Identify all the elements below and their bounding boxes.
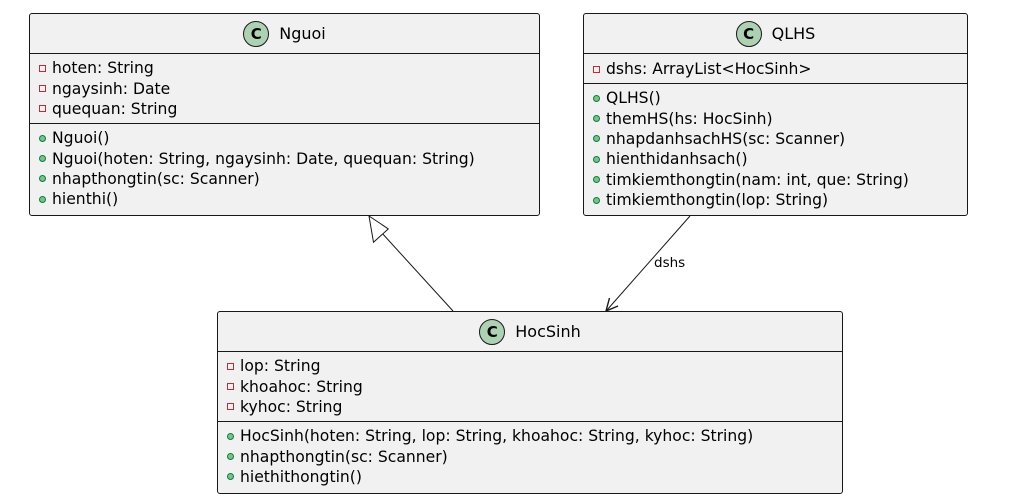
attribute-row: kyhoc: String: [227, 397, 842, 417]
public-visibility-icon: [39, 195, 46, 203]
private-visibility-icon: [227, 362, 234, 370]
method-text: themHS(hs: HocSinh): [606, 109, 773, 128]
private-visibility-icon: [39, 85, 46, 93]
method-text: QLHS(): [606, 89, 661, 108]
private-visibility-icon: [227, 383, 234, 391]
attribute-text: kyhoc: String: [240, 397, 343, 416]
private-visibility-icon: [39, 64, 46, 72]
inheritance-arrowhead: [368, 214, 390, 244]
private-visibility-icon: [227, 403, 234, 411]
class-icon: C: [479, 318, 506, 345]
public-visibility-icon: [39, 134, 46, 142]
method-text: nhapthongtin(sc: Scanner): [52, 169, 260, 188]
attribute-row: lop: String: [227, 356, 842, 376]
attribute-text: lop: String: [240, 357, 321, 376]
attribute-text: khoahoc: String: [240, 377, 363, 396]
method-text: nhapthongtin(sc: Scanner): [240, 447, 448, 466]
attribute-text: dshs: ArrayList<HocSinh>: [606, 60, 812, 79]
attribute-text: hoten: String: [52, 59, 154, 78]
public-visibility-icon: [593, 176, 600, 184]
method-row: Nguoi(hoten: String, ngaysinh: Date, que…: [39, 148, 539, 168]
class-qlhs[interactable]: C QLHS dshs: ArrayList<HocSinh> QLHS() t…: [583, 13, 968, 216]
method-row: Nguoi(): [39, 128, 539, 148]
public-visibility-icon: [39, 155, 46, 163]
class-nguoi[interactable]: C Nguoi hoten: String ngaysinh: Date que…: [29, 13, 540, 216]
attribute-section: hoten: String ngaysinh: Date quequan: St…: [30, 54, 539, 124]
private-visibility-icon: [593, 65, 600, 73]
attribute-row: dshs: ArrayList<HocSinh>: [593, 59, 967, 79]
class-name: Nguoi: [279, 24, 326, 43]
class-header: C HocSinh: [218, 312, 842, 352]
method-text: Nguoi(hoten: String, ngaysinh: Date, que…: [52, 149, 475, 168]
public-visibility-icon: [593, 135, 600, 143]
method-row: HocSinh(hoten: String, lop: String, khoa…: [227, 426, 842, 446]
attribute-row: khoahoc: String: [227, 376, 842, 396]
class-name: HocSinh: [515, 322, 581, 341]
method-row: hiethithongtin(): [227, 467, 842, 487]
association-line: [606, 215, 691, 311]
class-icon: C: [243, 20, 270, 47]
public-visibility-icon: [593, 196, 600, 204]
method-text: timkiemthongtin(nam: int, que: String): [606, 170, 909, 189]
method-row: hienthidanhsach(): [593, 149, 967, 169]
method-row: timkiemthongtin(nam: int, que: String): [593, 170, 967, 190]
method-row: nhapthongtin(sc: Scanner): [227, 446, 842, 466]
public-visibility-icon: [593, 94, 600, 102]
class-name: QLHS: [771, 24, 816, 43]
method-text: HocSinh(hoten: String, lop: String, khoa…: [240, 427, 754, 446]
attribute-text: quequan: String: [52, 99, 178, 118]
method-section: QLHS() themHS(hs: HocSinh) nhapdanhsachH…: [584, 84, 967, 214]
public-visibility-icon: [227, 473, 234, 481]
method-text: hienthi(): [52, 190, 119, 209]
class-icon: C: [735, 20, 762, 47]
method-text: timkiemthongtin(lop: String): [606, 191, 829, 210]
method-row: nhapthongtin(sc: Scanner): [39, 169, 539, 189]
attribute-row: quequan: String: [39, 99, 539, 119]
method-text: Nguoi(): [52, 129, 110, 148]
attribute-row: ngaysinh: Date: [39, 78, 539, 98]
inheritance-line: [380, 231, 454, 312]
method-text: nhapdanhsachHS(sc: Scanner): [606, 129, 846, 148]
public-visibility-icon: [39, 175, 46, 183]
public-visibility-icon: [593, 115, 600, 123]
method-section: HocSinh(hoten: String, lop: String, khoa…: [218, 422, 842, 491]
private-visibility-icon: [39, 105, 46, 113]
association-label: dshs: [654, 255, 686, 271]
attribute-text: ngaysinh: Date: [52, 79, 171, 98]
method-section: Nguoi() Nguoi(hoten: String, ngaysinh: D…: [30, 124, 539, 214]
method-row: QLHS(): [593, 88, 967, 108]
method-row: themHS(hs: HocSinh): [593, 108, 967, 128]
class-hocsinh[interactable]: C HocSinh lop: String khoahoc: String ky…: [217, 311, 843, 494]
attribute-section: dshs: ArrayList<HocSinh>: [584, 54, 967, 84]
class-header: C Nguoi: [30, 14, 539, 54]
method-row: hienthi(): [39, 189, 539, 209]
method-row: nhapdanhsachHS(sc: Scanner): [593, 129, 967, 149]
method-text: hiethithongtin(): [240, 467, 362, 486]
public-visibility-icon: [227, 432, 234, 440]
public-visibility-icon: [227, 453, 234, 461]
attribute-section: lop: String khoahoc: String kyhoc: Strin…: [218, 352, 842, 422]
class-header: C QLHS: [584, 14, 967, 54]
method-text: hienthidanhsach(): [606, 150, 748, 169]
public-visibility-icon: [593, 155, 600, 163]
method-row: timkiemthongtin(lop: String): [593, 190, 967, 210]
attribute-row: hoten: String: [39, 58, 539, 78]
